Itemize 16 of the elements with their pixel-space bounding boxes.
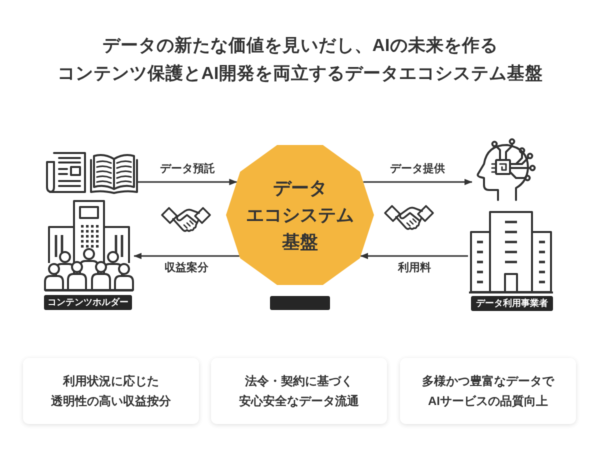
building-with-people-picture xyxy=(44,199,134,292)
role-tag: コンテンツホルダー xyxy=(44,295,132,310)
arrow xyxy=(363,178,472,186)
arrow xyxy=(360,252,468,260)
arrow xyxy=(134,252,240,260)
title: データの新たな価値を見いだし、AIの未来を作るコンテンツ保護とAI開発を両立するデータエコシステム基盤 xyxy=(56,34,544,85)
newspaper-and-book-picture xyxy=(44,150,138,194)
role-tag: データ利用事業者 xyxy=(471,296,553,311)
arrow xyxy=(138,178,238,186)
card-text: 利用状況に応じた透明性の高い収益按分 xyxy=(50,373,172,410)
blank-tag xyxy=(270,296,330,310)
decagon-shape xyxy=(226,145,374,285)
card-text: 法令・契約に基づく安心安全なデータ流通 xyxy=(238,373,360,410)
office-building-picture xyxy=(468,210,554,294)
platform-name: データエコシステム基盤 xyxy=(244,176,355,254)
card-text: 多様かつ豊富なデータでAIサービスの品質向上 xyxy=(421,373,556,410)
